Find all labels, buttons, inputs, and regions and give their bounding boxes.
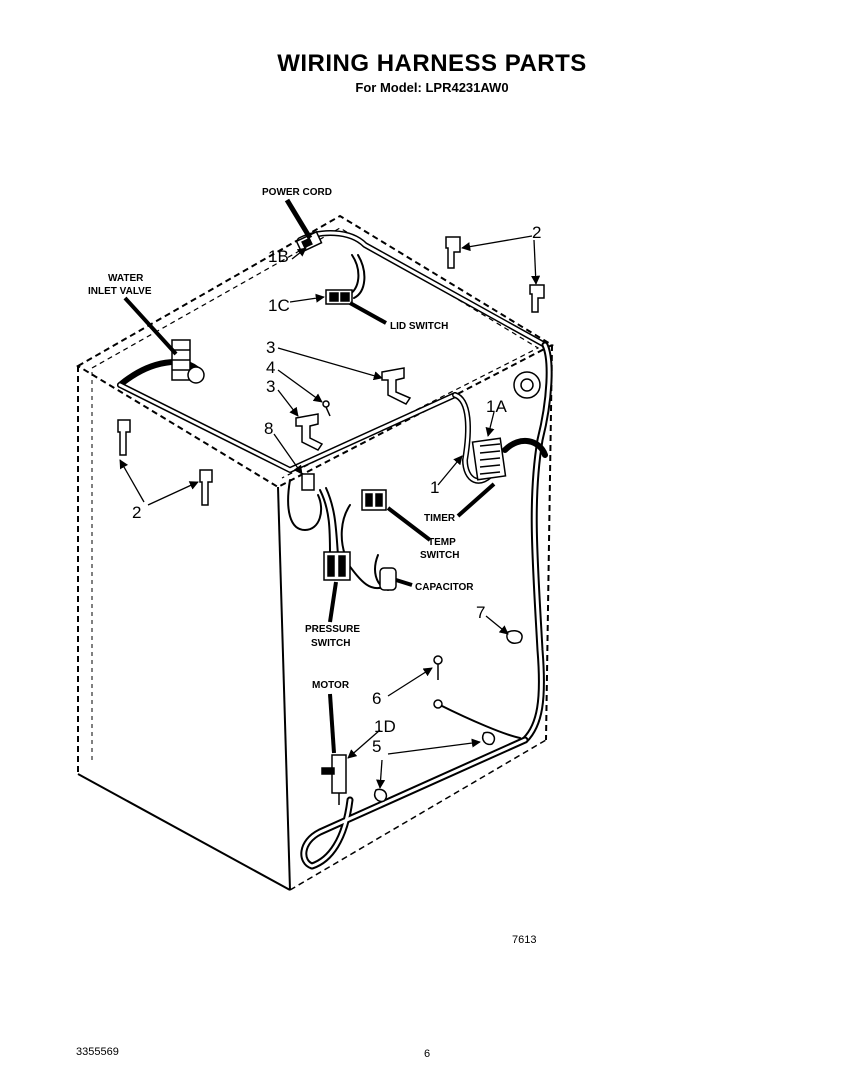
capacitor-label: CAPACITOR [415,582,474,593]
lid-switch-label: LID SWITCH [390,321,448,332]
page-title: WIRING HARNESS PARTS [277,50,587,77]
part-number-2-top: 2 [532,223,541,242]
motor-connector-component [321,754,347,805]
part-number-1d: 1D [374,717,396,736]
leader-lines [119,198,541,789]
pressure-switch-label-line1: PRESSURE [305,624,360,635]
motor-label: MOTOR [312,680,350,691]
part-number-3-upper: 3 [266,338,275,357]
temp-switch-label-line1: TEMP [428,537,456,548]
part-number-1c: 1C [268,296,290,315]
part-number-1: 1 [430,478,439,497]
water-inlet-valve-component [171,339,205,384]
timer-label: TIMER [424,513,456,524]
part-number-3-lower: 3 [266,377,275,396]
part-number-7: 7 [476,603,485,622]
temp-switch-label-line2: SWITCH [420,550,459,561]
document-number: 3355569 [76,1046,119,1058]
water-inlet-valve-label-line1: WATER [108,273,144,284]
model-subtitle: For Model: LPR4231AW0 [355,80,509,95]
lid-switch-component [325,289,353,305]
part-number-1b: 1B [268,247,289,266]
clips-and-fasteners [117,236,545,803]
water-inlet-valve-label-line2: INLET VALVE [88,286,152,297]
cabinet-outline [76,214,555,891]
power-cord-label: POWER CORD [262,187,332,198]
part-number-2-left: 2 [132,503,141,522]
capacitor-component [379,567,397,591]
part-number-8: 8 [264,419,273,438]
part-number-1a: 1A [486,397,507,416]
dryer-knob [513,371,541,399]
temp-switch-component [361,489,387,511]
part-number-5: 5 [372,737,381,756]
part-number-4: 4 [266,358,275,377]
figure-number: 7613 [512,934,536,946]
part-number-6: 6 [372,689,381,708]
pressure-switch-label-line2: SWITCH [311,638,350,649]
pressure-switch-component [323,551,351,581]
page-number: 6 [424,1048,430,1060]
timer-component [471,437,507,481]
